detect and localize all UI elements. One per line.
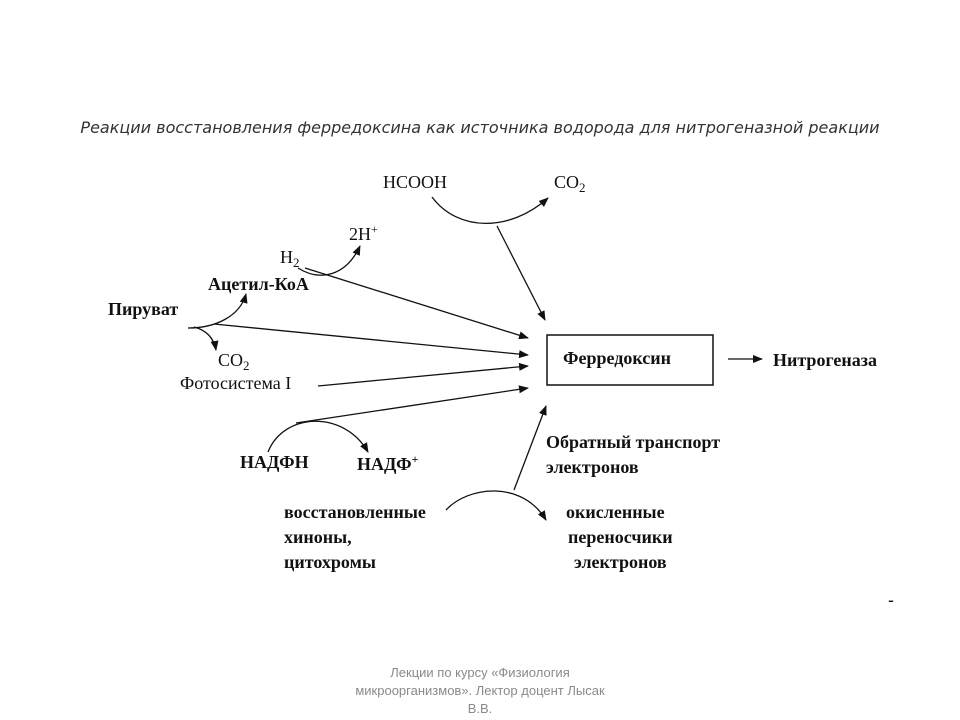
arc-reduced-to-oxidized [445, 490, 547, 521]
arc-h2-to-2h [297, 245, 361, 276]
reduced-line1: восстановленные [284, 502, 426, 522]
co2-mid-label: CO2 [218, 350, 250, 374]
hcooh-label: HCOOH [383, 172, 448, 192]
arrow-nadph-to-ferredoxin [295, 385, 529, 424]
2h-superscript: + [371, 222, 378, 236]
h2-subscript: 2 [293, 255, 300, 270]
h2-label: H2 [280, 247, 300, 271]
ferredoxin-label: Ферредоксин [563, 348, 671, 368]
arrow-photosystem-to-ferredoxin [317, 362, 529, 387]
footer-line3: В.В. [467, 701, 493, 716]
arrow-pyruvate-to-ferredoxin [213, 323, 529, 359]
oxidized-line1: окисленные [566, 502, 665, 522]
footer-line2: микроорганизмов». Лектор доцент Лысак [355, 683, 605, 698]
arrow-h2-to-ferredoxin [304, 267, 529, 340]
photosystem-label: Фотосистема I [180, 373, 292, 393]
footer-line1: Лекции по курсу «Физиология [390, 665, 570, 680]
nadp-plus-label: НАДФ+ [357, 452, 418, 476]
reverse-transport-line2: электронов [546, 457, 639, 477]
nadph-label: НАДФН [240, 452, 309, 472]
reverse-transport-line1: Обратный транспорт [546, 432, 721, 452]
acetyl-coa-label: Ацетил-КоА [208, 274, 309, 294]
co2-top-main: CO [554, 172, 580, 192]
arc-hcooh-to-co2 [431, 196, 549, 224]
nadp-superscript: + [411, 452, 419, 466]
2h-main: 2H [349, 224, 371, 244]
slide-title: Реакции восстановления ферредоксина как … [80, 118, 880, 137]
co2-mid-main: CO [218, 350, 244, 370]
2h-plus-label: 2H+ [349, 222, 378, 246]
oxidized-line2: переносчики [568, 527, 673, 547]
slide-footer: Лекции по курсу «Физиология микроорганиз… [320, 664, 640, 718]
reduced-line2: хиноны, [284, 527, 352, 547]
arc-nadph-to-nadp [267, 420, 369, 453]
pyruvate-label: Пируват [108, 299, 179, 319]
co2-top-label: CO2 [554, 172, 586, 196]
co2-mid-subscript: 2 [243, 358, 250, 373]
ferredoxin-box [546, 334, 714, 386]
co2-top-subscript: 2 [579, 180, 586, 195]
stray-dash-mark: - [888, 590, 894, 610]
h2-main: H [280, 247, 293, 267]
arrow-reverse-transport-to-ferredoxin [513, 405, 547, 491]
arc-pyruvate-to-co2 [193, 326, 219, 351]
nitrogenase-label: Нитрогеназа [773, 350, 877, 370]
nadp-main: НАДФ [357, 454, 412, 474]
oxidized-line3: электронов [574, 552, 667, 572]
arc-pyruvate-to-acetyl [187, 293, 248, 329]
reduced-line3: цитохромы [284, 552, 376, 572]
arrow-hcooh-to-ferredoxin [496, 225, 546, 321]
